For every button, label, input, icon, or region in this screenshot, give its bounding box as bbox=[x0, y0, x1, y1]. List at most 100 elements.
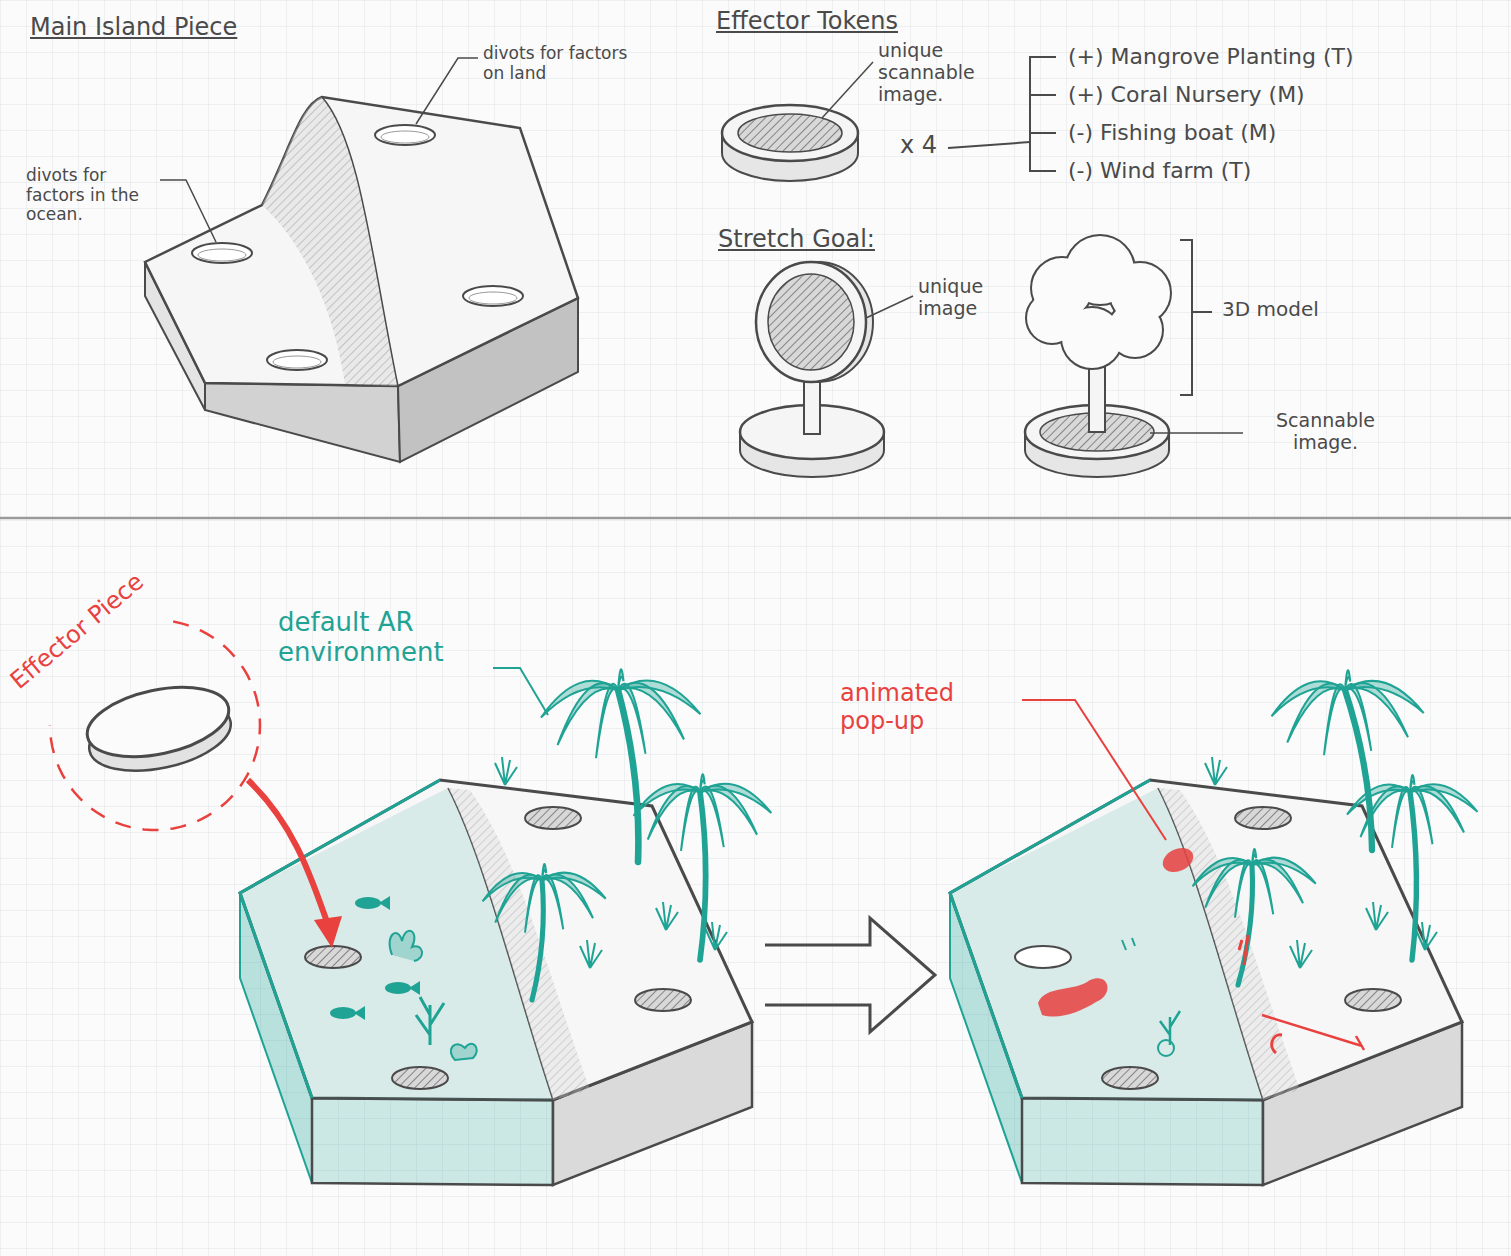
callout-note: 3D model bbox=[1222, 298, 1319, 321]
island-divot bbox=[1235, 807, 1291, 829]
leader-line bbox=[866, 296, 913, 318]
circle-outline bbox=[30, 560, 280, 850]
grass-tuft bbox=[1290, 940, 1312, 968]
palm-leaf bbox=[525, 875, 542, 932]
island-divot bbox=[392, 1067, 448, 1089]
island-front bbox=[1022, 1098, 1263, 1185]
palm-leaf bbox=[1345, 681, 1424, 713]
leader-line bbox=[1150, 432, 1243, 434]
palm-leaf bbox=[1345, 670, 1350, 690]
token-type: (-) Wind farm (T) bbox=[1068, 158, 1251, 183]
callout-note: Scannable image. bbox=[1248, 410, 1403, 454]
dashed-circle: Effector Piece bbox=[30, 560, 280, 850]
palm-leaf bbox=[542, 864, 546, 880]
palm-leaf bbox=[542, 875, 563, 929]
palm-leaf bbox=[618, 684, 646, 754]
island-divot bbox=[1015, 946, 1071, 968]
section-heading: Effector Tokens bbox=[716, 8, 898, 36]
callout-note: unique scannable image. bbox=[878, 40, 1013, 106]
island-top bbox=[240, 780, 752, 1100]
leader-line bbox=[1022, 700, 1166, 840]
grass-tuft bbox=[705, 922, 727, 950]
grass-tuft bbox=[1415, 922, 1437, 950]
stretch-goal-sketch bbox=[740, 236, 1243, 477]
quantity-label: x 4 bbox=[900, 132, 937, 160]
callout-note: divots for factors in the ocean. bbox=[26, 166, 158, 225]
callout-note: animated pop-up bbox=[840, 680, 1005, 735]
palm-leaf bbox=[1235, 860, 1252, 917]
fishing-hook bbox=[1272, 1035, 1282, 1053]
palm-leaf bbox=[1345, 684, 1371, 751]
fish bbox=[330, 1007, 356, 1019]
island-side bbox=[205, 383, 400, 462]
palm-leaf bbox=[1252, 858, 1316, 884]
leader-line bbox=[948, 142, 1030, 148]
fish bbox=[355, 897, 381, 909]
palm-trunk bbox=[532, 880, 543, 1000]
stem bbox=[1089, 360, 1105, 432]
palm-leaf bbox=[700, 787, 724, 848]
ridge-line bbox=[1158, 788, 1263, 1100]
water-edge bbox=[240, 780, 440, 1098]
divot-inner bbox=[469, 292, 517, 304]
leader-line bbox=[493, 668, 548, 715]
palm-trunk bbox=[1345, 690, 1372, 850]
island-divot bbox=[1345, 989, 1401, 1011]
palm-leaf bbox=[542, 873, 606, 899]
fish bbox=[385, 982, 411, 994]
divot-inner bbox=[198, 249, 246, 261]
section-divider bbox=[0, 517, 1511, 520]
popup-blob bbox=[1159, 843, 1197, 876]
palm-leaf bbox=[618, 680, 701, 714]
list-brace bbox=[1030, 57, 1056, 171]
island-ar-sketch bbox=[950, 670, 1478, 1185]
grass-tuft bbox=[1205, 757, 1227, 785]
palm-leaf bbox=[618, 669, 624, 690]
section-heading: Main Island Piece bbox=[30, 14, 237, 42]
ridge-shading bbox=[262, 97, 398, 386]
callout-note: divots for factors on land bbox=[483, 44, 643, 83]
divot-inner bbox=[273, 356, 321, 368]
grass-tuft bbox=[656, 902, 678, 930]
model-bracket bbox=[1180, 240, 1212, 395]
effector-token bbox=[81, 676, 235, 769]
scannable-image bbox=[738, 114, 842, 152]
palm-trunk bbox=[700, 792, 706, 960]
divot-inner bbox=[381, 131, 429, 143]
island-top bbox=[145, 97, 578, 386]
popup-mark bbox=[1239, 935, 1248, 965]
dashed-outline bbox=[50, 622, 260, 830]
callout-note: default AR environment bbox=[278, 608, 493, 668]
token-type: (-) Fishing boat (M) bbox=[1068, 120, 1276, 145]
island-divot bbox=[635, 989, 691, 1011]
ridge-shading bbox=[1158, 788, 1300, 1100]
palm-leaf bbox=[1392, 787, 1410, 848]
palm-leaf bbox=[596, 684, 618, 758]
grass-tuft bbox=[580, 940, 602, 968]
tree-outline bbox=[1027, 293, 1077, 343]
fish-tail bbox=[354, 1006, 365, 1020]
coral bbox=[1158, 1040, 1174, 1056]
ridge-shading bbox=[448, 788, 590, 1100]
island-divot bbox=[192, 243, 252, 263]
leader-line bbox=[416, 58, 478, 124]
island-top bbox=[950, 780, 1462, 1100]
leader-line bbox=[160, 180, 216, 242]
token-type: (+) Coral Nursery (M) bbox=[1068, 82, 1305, 107]
main-island-sketch bbox=[145, 58, 578, 462]
palm-trunk bbox=[1410, 792, 1416, 960]
island-divot bbox=[267, 350, 327, 370]
tree-fill bbox=[1027, 293, 1077, 343]
bubble-mark bbox=[1122, 938, 1135, 950]
grass-tuft bbox=[1366, 902, 1388, 930]
fishing-line bbox=[1262, 1015, 1364, 1050]
palm-leaf bbox=[1410, 775, 1415, 792]
token-type: (+) Mangrove Planting (T) bbox=[1068, 44, 1354, 69]
coral bbox=[390, 931, 422, 961]
island-ar-sketch bbox=[240, 669, 771, 1185]
popup-blob bbox=[1038, 978, 1107, 1016]
section-heading: Stretch Goal: bbox=[718, 226, 875, 254]
